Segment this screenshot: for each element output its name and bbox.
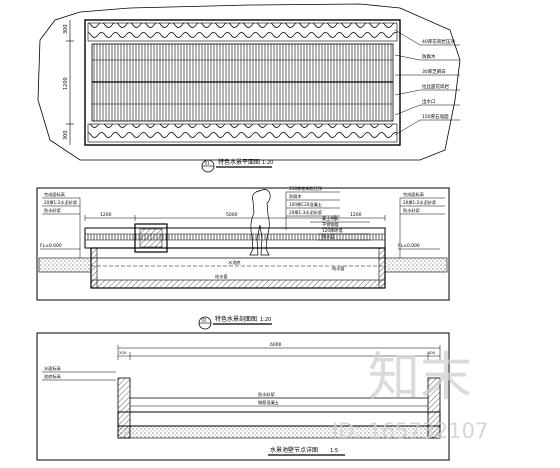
section-dim-1: 1200 bbox=[100, 212, 112, 218]
section-top-callouts bbox=[285, 191, 370, 241]
section-callout-8: 防水层 bbox=[322, 233, 335, 240]
plan-top-wave-band bbox=[87, 22, 398, 42]
detail-frame bbox=[36, 332, 450, 461]
plan-callout-3: 30厚芝麻白 bbox=[422, 68, 446, 75]
detail-inner-label-2: 钢筋混凝土 bbox=[258, 399, 279, 406]
plan-scale: 1:20 bbox=[262, 160, 273, 166]
plan-callout-6: 150厚石墙面 bbox=[422, 113, 449, 120]
plan-title: 特色水景平面图 bbox=[218, 158, 260, 166]
section-badge: 02 bbox=[202, 318, 208, 323]
section-wall-left bbox=[90, 247, 98, 289]
watermark-brand: 知末 bbox=[368, 348, 472, 408]
section-person-figure bbox=[249, 189, 271, 256]
plan-view: 300 1200 300 40厚花岗岩压顶 防腐木 30厚芝麻白 拉丝面花岗岩 … bbox=[37, 3, 461, 173]
section-right-leaders bbox=[399, 197, 445, 258]
plan-dim-1: 300 bbox=[63, 24, 69, 34]
section-pipe-label: 给水管 bbox=[215, 273, 228, 280]
section-callout-7: 120厚砖墙 bbox=[322, 227, 343, 234]
section-dim-3: 1200 bbox=[350, 212, 362, 218]
section-pool-base bbox=[90, 279, 386, 289]
plan-badge: 01 bbox=[205, 161, 211, 166]
section-wall-right bbox=[378, 247, 386, 289]
section-left-callout-1: 完成面标高 bbox=[44, 191, 65, 198]
detail-view: 6000 200 200 水面标高 池底标高 防水砂浆 钢筋混凝土 水景池壁节点… bbox=[36, 332, 450, 461]
section-right-callout-3: 防水砂浆 bbox=[403, 207, 421, 214]
detail-dim-2: 200 bbox=[119, 350, 127, 355]
section-scale: 1:20 bbox=[260, 317, 271, 323]
section-level-right: FL±0.000 bbox=[398, 243, 420, 249]
section-callout-4: 20厚1:3水泥砂浆 bbox=[289, 209, 323, 216]
section-ground-right bbox=[384, 257, 448, 273]
section-frame bbox=[36, 187, 450, 301]
section-callout-6: 不锈钢管 bbox=[322, 221, 339, 228]
detail-left-callout-2: 池底标高 bbox=[44, 373, 61, 380]
plan-dim-2: 1200 bbox=[63, 77, 69, 90]
watermark-id: ID: 165732107 bbox=[332, 419, 488, 443]
section-pipe-label-right: 给水管 bbox=[332, 265, 345, 272]
section-right-callout-1: 完成面标高 bbox=[403, 191, 424, 198]
section-left-callout-2: 20厚1:2水泥砂浆 bbox=[44, 199, 78, 206]
plan-callouts bbox=[394, 29, 460, 136]
plan-callout-1: 40厚花岗岩压顶 bbox=[422, 38, 455, 45]
plan-title-block: 01 特色水景平面图 1:20 bbox=[201, 158, 273, 173]
plan-dim-3: 300 bbox=[63, 130, 69, 140]
section-callout-5: 素土夯实 bbox=[322, 215, 339, 222]
section-pillar bbox=[134, 223, 168, 253]
plan-frame bbox=[84, 19, 401, 146]
section-callout-3: 100厚C20混凝土 bbox=[289, 201, 322, 208]
detail-dim-1: 6000 bbox=[270, 342, 282, 348]
detail-dimensions-top bbox=[117, 345, 441, 360]
detail-dim-3: 200 bbox=[428, 350, 436, 355]
section-dim-2: 5000 bbox=[226, 212, 238, 218]
section-level-left: FL±0.000 bbox=[40, 243, 62, 249]
section-callout-1: 150厚花岗岩压顶 bbox=[289, 185, 323, 192]
section-left-leaders bbox=[42, 197, 81, 258]
plan-bottom-wave-band bbox=[87, 123, 398, 143]
plan-callout-5: 出水口 bbox=[422, 98, 436, 105]
section-title-block: 02 特色水景剖面图 1:20 bbox=[198, 315, 272, 330]
section-left-callout-3: 防水砂浆 bbox=[44, 207, 62, 214]
detail-left-leaders bbox=[42, 371, 116, 381]
detail-title-block: 水景池壁节点详图 1:5 bbox=[268, 446, 345, 456]
section-callout-2: 防腐木 bbox=[289, 193, 302, 200]
detail-left-callout-1: 水面标高 bbox=[44, 365, 61, 372]
plan-callout-4: 拉丝面花岗岩 bbox=[422, 83, 449, 90]
section-title: 特色水景剖面图 bbox=[215, 315, 257, 323]
detail-title: 水景池壁节点详图 bbox=[270, 446, 318, 454]
detail-scale: 1:5 bbox=[330, 448, 338, 454]
plan-dimensions-left: 300 1200 300 bbox=[63, 20, 74, 145]
section-inner-label: 水池底 bbox=[228, 259, 241, 266]
plan-callout-2: 防腐木 bbox=[422, 53, 436, 60]
watermark: 知末 ID: 165732107 bbox=[332, 348, 488, 443]
detail-inner-label-1: 防水砂浆 bbox=[258, 391, 276, 398]
section-right-callout-2: 20厚1:2水泥砂浆 bbox=[403, 199, 437, 206]
section-view: 1200 5000 1200 150厚花岗岩压顶 防腐木 100厚C20混凝土 … bbox=[36, 185, 450, 330]
section-ground-left bbox=[38, 257, 92, 273]
